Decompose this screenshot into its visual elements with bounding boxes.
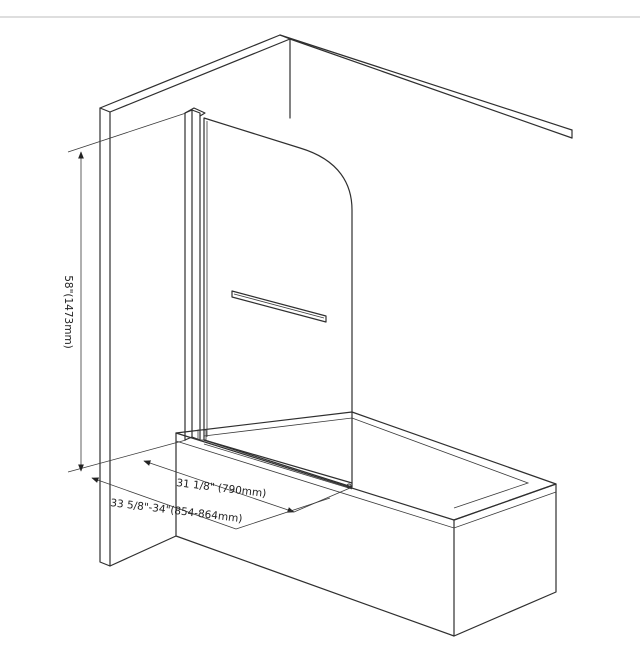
height-label: 58"(1473mm) — [62, 275, 74, 349]
wall-outline — [99, 34, 573, 567]
panel-width-label: 31 1/8" (790mm) — [176, 477, 267, 500]
shower-screen — [184, 107, 353, 490]
towel-bar — [231, 290, 327, 323]
height-dimension: 58"(1473mm) — [62, 112, 187, 473]
